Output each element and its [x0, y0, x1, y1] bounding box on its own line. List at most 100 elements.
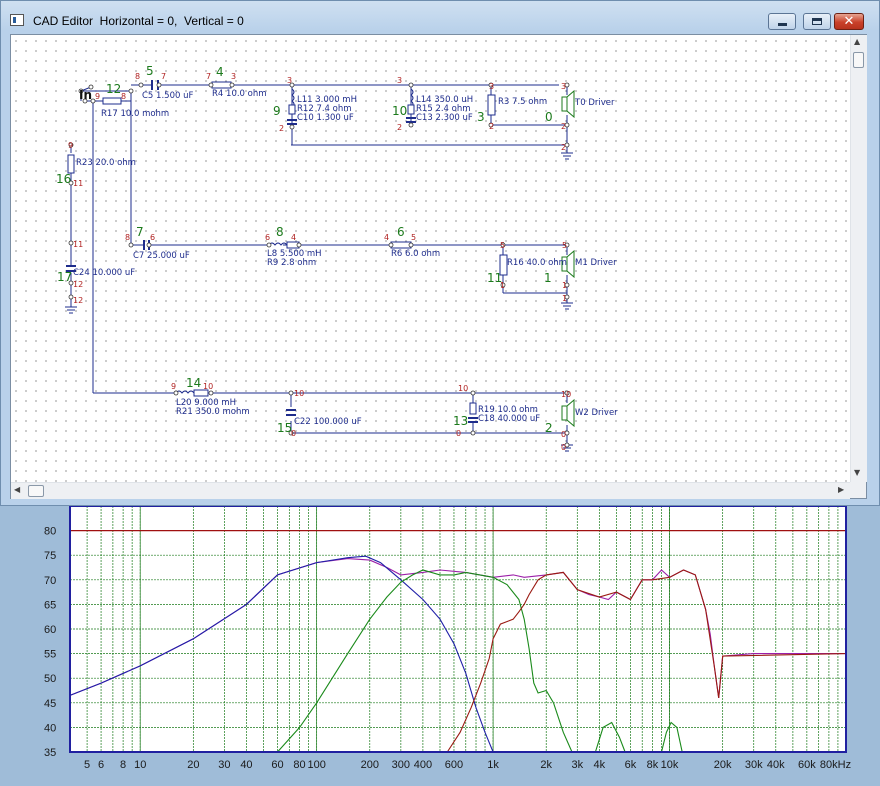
x-tick-label: 6 [98, 759, 104, 771]
component-label: C10 1.300 uF [297, 113, 354, 123]
x-tick-label: 1k [487, 759, 499, 771]
scroll-down-icon[interactable]: ▼ [854, 468, 861, 477]
component-label: R15 2.4 ohm [416, 104, 471, 114]
component-label: C5 1.500 uF [142, 91, 193, 101]
close-button[interactable]: ✕ [834, 13, 864, 30]
plot-frame [69, 506, 847, 753]
series-line-3 [446, 569, 847, 753]
svg-text:12: 12 [73, 280, 83, 289]
svg-text:3: 3 [489, 82, 494, 91]
svg-text:17: 17 [57, 270, 72, 284]
x-tick-label: 2k [540, 759, 552, 771]
svg-text:10: 10 [561, 390, 571, 399]
scroll-left-icon[interactable]: ◀ [14, 485, 21, 494]
maximize-icon [812, 18, 822, 25]
svg-text:15: 15 [277, 421, 292, 435]
svg-text:0: 0 [561, 443, 566, 452]
schematic-canvas[interactable]: In C5 1.500 uF R4 10.0 ohm R17 10.0 mohm… [11, 35, 850, 482]
component-label: R4 10.0 ohm [212, 89, 267, 99]
svg-text:14: 14 [186, 376, 201, 390]
svg-text:9: 9 [68, 141, 73, 150]
svg-text:8: 8 [276, 225, 284, 239]
svg-text:6: 6 [397, 225, 405, 239]
x-tick-label: 8k [647, 759, 659, 771]
y-tick-label: 50 [44, 673, 56, 685]
svg-text:11: 11 [73, 179, 83, 188]
svg-text:9: 9 [95, 92, 100, 101]
maximize-button[interactable] [803, 13, 831, 30]
component-label: L20 9.000 mH [176, 398, 236, 408]
component-label: L8 5.500 mH [267, 249, 322, 259]
x-tick-label: 80kHz [820, 759, 851, 771]
horizontal-scroll-thumb[interactable] [28, 485, 44, 497]
svg-text:0: 0 [456, 429, 461, 438]
scroll-up-icon[interactable]: ▲ [854, 37, 861, 46]
svg-text:2: 2 [545, 421, 553, 435]
svg-text:9: 9 [273, 104, 281, 118]
input-label: In [79, 88, 92, 102]
x-tick-label: 400 [414, 759, 432, 771]
svg-text:7: 7 [161, 72, 166, 81]
x-tick-label: 300 [392, 759, 410, 771]
title-bar[interactable]: CAD Editor Horizontal = 0, Vertical = 0 … [1, 1, 879, 35]
x-tick-label: 5 [84, 759, 90, 771]
svg-text:0: 0 [545, 110, 553, 124]
component-label: L14 350.0 uH [416, 95, 473, 105]
vertical-scrollbar[interactable]: ▲ ▼ [850, 35, 867, 482]
component-label: R17 10.0 mohm [101, 109, 169, 119]
minimize-button[interactable] [768, 13, 796, 30]
horizontal-scrollbar[interactable]: ◀ ▶ [11, 482, 850, 499]
svg-text:11: 11 [487, 271, 502, 285]
component-label: C24 10.000 uF [73, 268, 135, 278]
y-tick-label: 60 [44, 624, 56, 636]
schematic-drawing: In C5 1.500 uF R4 10.0 ohm R17 10.0 mohm… [56, 64, 618, 452]
series-line-2 [277, 569, 573, 753]
x-tick-label: 20k [714, 759, 732, 771]
component-label: R9 2.8 ohm [267, 258, 316, 268]
svg-text:6: 6 [150, 233, 155, 242]
x-tick-label: 40 [240, 759, 252, 771]
svg-text:2: 2 [397, 123, 402, 132]
x-tick-label: 10k [661, 759, 679, 771]
y-tick-label: 45 [44, 698, 56, 710]
y-tick-label: 70 [44, 575, 56, 587]
window-title: CAD Editor Horizontal = 0, Vertical = 0 [33, 14, 244, 28]
svg-text:7: 7 [206, 72, 211, 81]
svg-text:10: 10 [294, 389, 304, 398]
vertical-scroll-thumb[interactable] [853, 52, 864, 68]
app-icon [10, 14, 24, 26]
svg-text:12: 12 [73, 296, 83, 305]
component-label: R19 10.0 ohm [478, 405, 538, 415]
x-tick-label: 20 [187, 759, 199, 771]
component-label: C18 40.000 uF [478, 414, 540, 424]
driver-label: M1 Driver [575, 258, 617, 268]
x-tick-label: 6k [625, 759, 637, 771]
svg-text:13: 13 [453, 414, 468, 428]
component-label: R21 350.0 mohm [176, 407, 250, 417]
svg-text:11: 11 [73, 240, 83, 249]
svg-text:2: 2 [561, 143, 566, 152]
scroll-right-icon[interactable]: ▶ [838, 485, 845, 494]
component-label: R3 7.5 ohm [498, 97, 547, 107]
minimize-icon [777, 23, 787, 26]
driver-label: W2 Driver [575, 408, 618, 418]
svg-text:1: 1 [562, 281, 567, 290]
x-tick-label: 40k [767, 759, 785, 771]
svg-text:5: 5 [562, 241, 567, 250]
svg-text:7: 7 [136, 225, 144, 239]
svg-text:3: 3 [287, 76, 292, 85]
x-tick-label: 8 [120, 759, 126, 771]
x-tick-label: 30 [218, 759, 230, 771]
close-icon: ✕ [843, 14, 855, 29]
schematic-labels: In C5 1.500 uF R4 10.0 ohm R17 10.0 mohm… [56, 64, 618, 452]
svg-text:5: 5 [500, 241, 505, 250]
x-tick-label: 60 [271, 759, 283, 771]
x-tick-label: 80 [293, 759, 305, 771]
svg-text:10: 10 [392, 104, 407, 118]
svg-text:1: 1 [544, 271, 552, 285]
svg-text:8: 8 [121, 92, 126, 101]
svg-text:10: 10 [203, 382, 213, 391]
wire-group [70, 84, 568, 445]
component-label: C13 2.300 uF [416, 113, 473, 123]
